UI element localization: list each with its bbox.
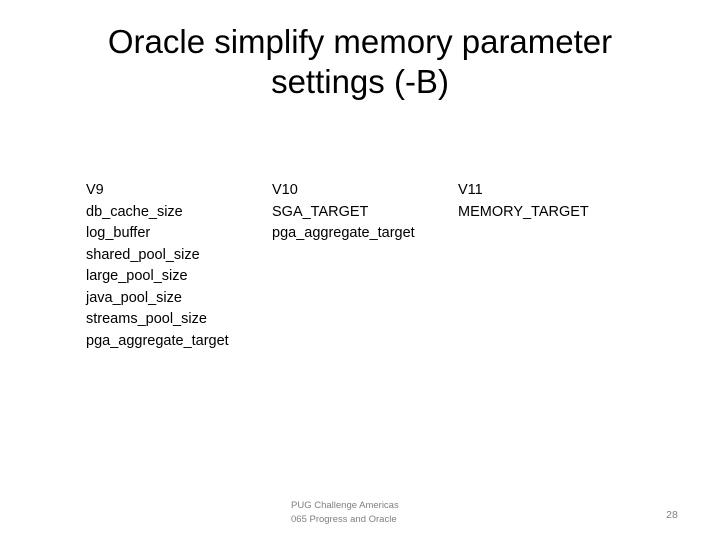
parameter-item: shared_pool_size [86,246,200,263]
slide-page-number: 28 [666,509,678,521]
footer-line-1: PUG Challenge Americas [291,500,399,511]
parameter-item: log_buffer [86,225,151,241]
parameter-item: pga_aggregate_target [86,332,229,349]
parameter-item: streams_pool_size [86,311,207,327]
column-heading-v9: V9 [86,182,104,198]
footer-line-2: 065 Progress and Oracle [291,513,397,525]
slide-title: Oracle simplify memory parameter setting… [36,22,684,102]
parameter-column-v9: V9 db_cache_size log_buffer shared_pool_… [86,180,272,352]
parameter-item: SGA_TARGET [272,203,369,220]
column-heading-v10: V10 [272,182,298,198]
parameter-item: large_pool_size [86,268,188,284]
slide-title-line-1: Oracle simplify memory parameter [107,23,613,60]
column-heading-v11: V11 [458,182,483,198]
parameter-column-v10: V10 SGA_TARGET pga_aggregate_target [272,180,458,245]
parameter-columns: V9 db_cache_size log_buffer shared_pool_… [86,180,686,352]
parameter-item: pga_aggregate_target [272,225,415,241]
slide-title-line-2: settings (-B) [271,63,449,100]
slide-footer: PUG Challenge Americas 065 Progress and … [291,499,521,526]
parameter-item: db_cache_size [86,203,183,220]
parameter-item: java_pool_size [86,289,182,306]
parameter-item: MEMORY_TARGET [458,203,589,220]
parameter-column-v11: V11 MEMORY_TARGET [458,180,678,223]
